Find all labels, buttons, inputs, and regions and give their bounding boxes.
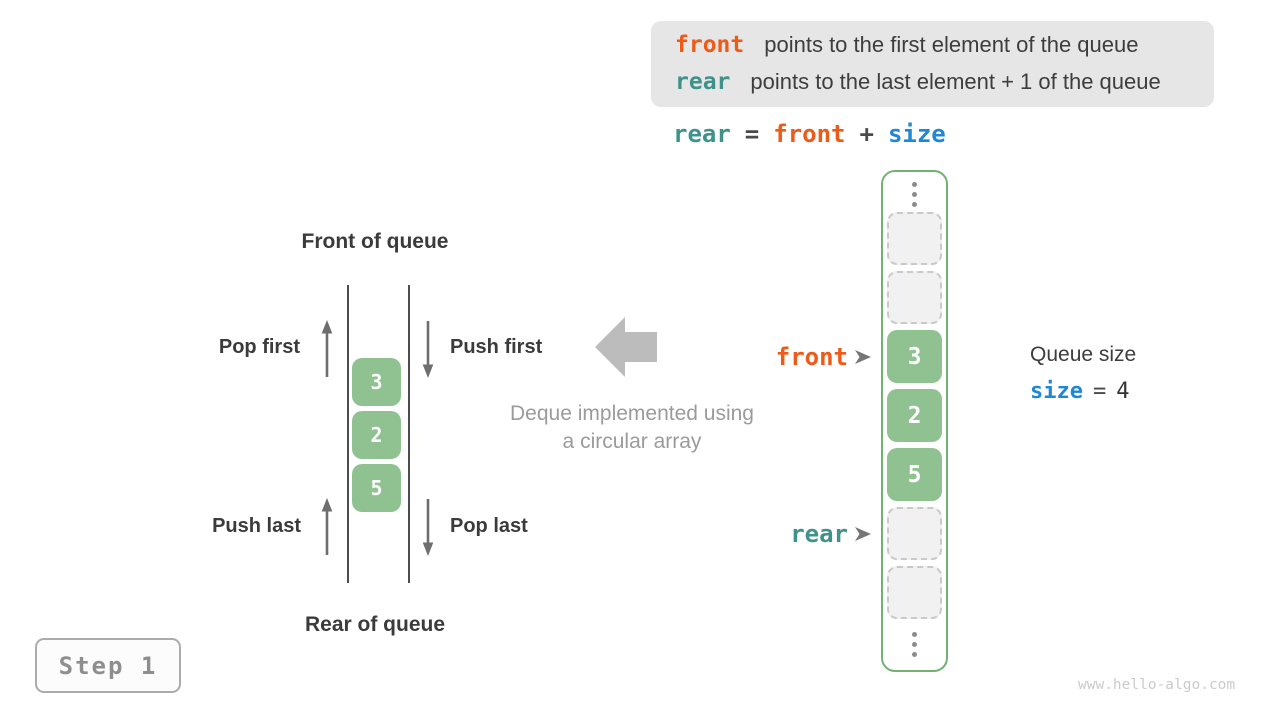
legend-text-rear: points to the last element + 1 of the qu…	[750, 69, 1161, 94]
front-pointer: front	[690, 343, 871, 371]
watermark: www.hello-algo.com	[1078, 677, 1236, 693]
queue-cell: 5	[352, 464, 401, 512]
array-cell	[887, 507, 942, 560]
formula-size: size	[887, 120, 946, 148]
push-last-up-arrow-icon	[321, 498, 333, 555]
caption: Deque implemented using a circular array	[510, 400, 754, 456]
array-cell	[887, 566, 942, 619]
array-cell	[887, 212, 942, 265]
push-first-label: Push first	[450, 336, 543, 358]
formula: rear = front + size	[673, 120, 946, 148]
size-equals: =	[1092, 379, 1107, 404]
array-cell: 2	[887, 389, 942, 442]
left-block-arrow-icon	[595, 317, 657, 377]
pop-first-label: Pop first	[218, 336, 300, 358]
size-value: 4	[1116, 379, 1130, 404]
right-pointer-arrow-icon	[855, 526, 871, 541]
rear-pointer: rear	[690, 520, 871, 548]
array-cell: 5	[887, 448, 942, 501]
step-badge: Step 1	[35, 638, 181, 693]
rear-of-queue-title: Rear of queue	[304, 613, 446, 636]
queue-wall-right	[408, 285, 410, 583]
right-pointer-arrow-icon	[855, 349, 871, 364]
pop-last-label: Pop last	[450, 515, 528, 537]
queue-cell: 3	[352, 358, 401, 406]
legend-text-front: points to the first element of the queue	[764, 32, 1139, 57]
queue-size-title: Queue size	[1030, 343, 1137, 366]
size-keyword: size	[1030, 379, 1083, 404]
legend-line-front: front points to the first element of the …	[675, 26, 1214, 63]
formula-rear: rear	[673, 120, 731, 148]
front-pointer-label: front	[775, 342, 848, 371]
queue-cells: 3 2 5	[352, 358, 401, 512]
array-container: 3 2 5	[881, 170, 948, 672]
caption-line1: Deque implemented using	[510, 402, 754, 425]
formula-equals: =	[744, 120, 760, 148]
legend-box: front points to the first element of the …	[651, 21, 1214, 107]
legend-line-rear: rear points to the last element + 1 of th…	[675, 63, 1214, 100]
front-keyword: front	[675, 32, 745, 58]
push-last-label: Push last	[212, 515, 301, 537]
caption-line2: a circular array	[562, 430, 702, 453]
vertical-ellipsis-top-icon	[883, 182, 946, 207]
pop-first-up-arrow-icon	[321, 320, 333, 377]
pop-last-down-arrow-icon	[422, 499, 434, 556]
rear-pointer-label: rear	[790, 519, 848, 548]
formula-front: front	[773, 120, 846, 148]
queue-wall-left	[347, 285, 349, 583]
formula-plus: +	[859, 120, 874, 148]
front-of-queue-title: Front of queue	[301, 230, 449, 253]
array-cell	[887, 271, 942, 324]
rear-keyword: rear	[675, 69, 731, 95]
queue-size-equation: size = 4	[1030, 379, 1129, 404]
array-cell: 3	[887, 330, 942, 383]
vertical-ellipsis-bottom-icon	[883, 632, 946, 657]
queue-cell: 2	[352, 411, 401, 459]
push-first-down-arrow-icon	[422, 321, 434, 378]
